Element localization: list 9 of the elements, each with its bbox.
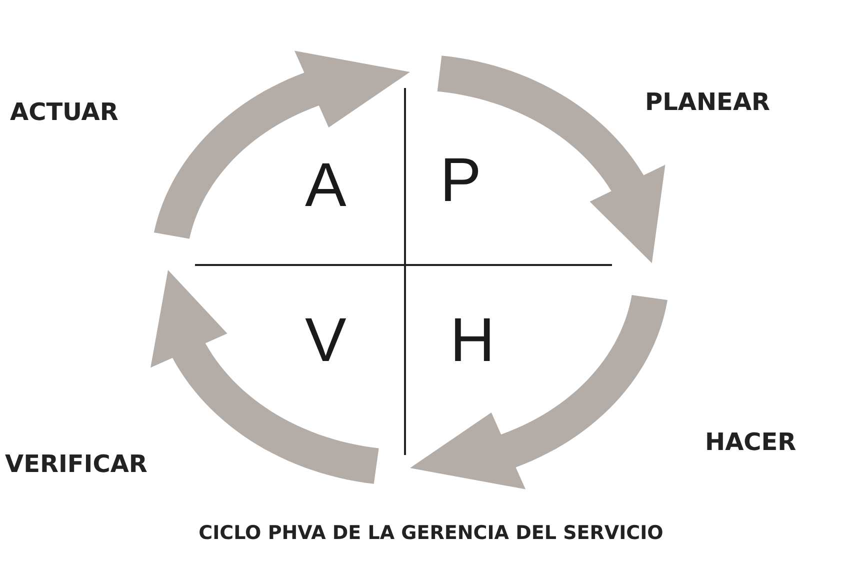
stage-label: HACER <box>705 428 796 456</box>
quadrant-letter: H <box>450 310 495 372</box>
stage-label: ACTUAR <box>10 98 118 126</box>
stage-label: VERIFICAR <box>5 450 148 478</box>
stage-label: PLANEAR <box>645 88 770 116</box>
quadrant-letter: P <box>440 150 482 212</box>
quadrant-letter: V <box>305 310 346 372</box>
caption: CICLO PHVA DE LA GERENCIA DEL SERVICIO <box>198 522 664 544</box>
quadrant-letter: A <box>305 155 346 217</box>
